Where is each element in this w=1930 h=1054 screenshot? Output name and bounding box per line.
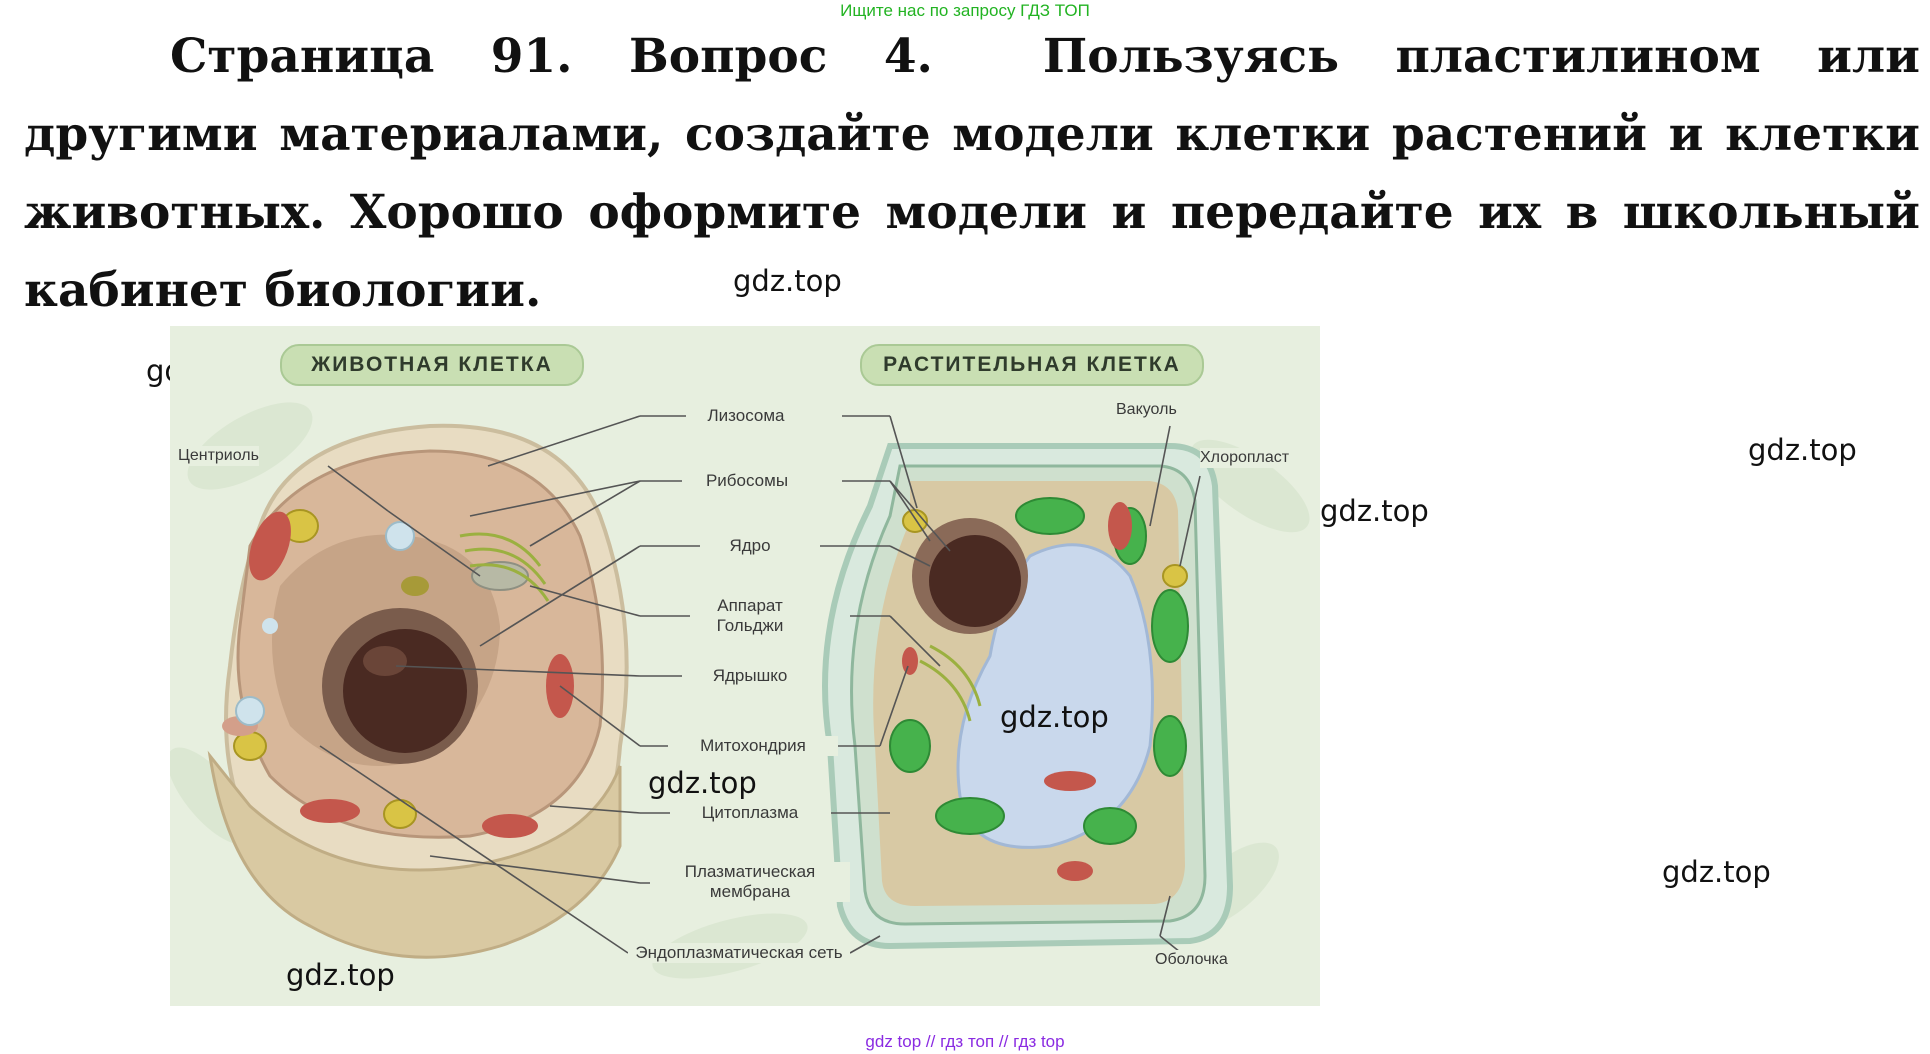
animal-cell bbox=[207, 423, 629, 959]
label-er: Эндоплазматическая сеть bbox=[628, 943, 850, 963]
label-golgi: Аппарат Гольджи bbox=[690, 596, 810, 636]
label-vacuole: Вакуоль bbox=[1116, 400, 1177, 420]
watermark: gdz.top bbox=[1662, 855, 1771, 889]
footer-links: gdz top // гдз топ // гдз top bbox=[865, 1032, 1065, 1051]
question-text: Пользуясь пластилином или другими матери… bbox=[24, 29, 1921, 318]
label-cytoplasm: Цитоплазма bbox=[670, 803, 830, 823]
cell-diagram: ЖИВОТНАЯ КЛЕТКА РАСТИТЕЛЬНАЯ КЛЕТКА Цент… bbox=[170, 326, 1320, 1006]
watermark: gdz.top bbox=[1748, 433, 1857, 467]
plant-cell-title: РАСТИТЕЛЬНАЯ КЛЕТКА bbox=[860, 344, 1204, 386]
plant-cell bbox=[822, 443, 1234, 950]
label-nucleus: Ядро bbox=[700, 536, 800, 556]
label-nucleolus: Ядрышко bbox=[682, 666, 818, 686]
animal-cell-title: ЖИВОТНАЯ КЛЕТКА bbox=[280, 344, 584, 386]
cell-illustration bbox=[170, 402, 1310, 979]
label-lysosome: Лизосома bbox=[686, 406, 806, 426]
top-banner: Ищите нас по запросу ГДЗ ТОП bbox=[840, 1, 1090, 20]
question-heading: Страница 91. Вопрос 4.Пользуясь пластили… bbox=[24, 18, 1920, 330]
label-ribosomes: Рибосомы bbox=[682, 471, 812, 491]
label-centriole: Центриоль bbox=[178, 446, 259, 466]
watermark: gdz.top bbox=[1320, 494, 1429, 528]
watermark: gdz.top bbox=[1000, 700, 1109, 734]
watermark: gdz.top bbox=[733, 264, 842, 298]
watermark: gdz.top bbox=[648, 766, 757, 800]
question-number: Страница 91. Вопрос 4. bbox=[170, 29, 933, 84]
label-cell-wall: Оболочка bbox=[1155, 950, 1228, 970]
label-chloroplast: Хлоропласт bbox=[1200, 448, 1290, 468]
label-plasma-membrane: Плазматическая мембрана bbox=[650, 862, 850, 902]
watermark: gdz.top bbox=[286, 958, 395, 992]
label-mitochondria: Митохондрия bbox=[668, 736, 838, 756]
